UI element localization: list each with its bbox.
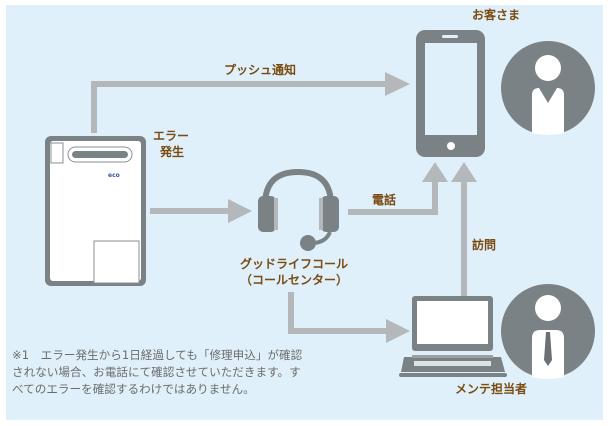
call-center-label-line2: （コールセンター） [239, 273, 348, 287]
callcenter-to-maintenance-arrow [288, 292, 410, 343]
footnote-line: ※1 エラー発生から1日経過しても「修理申込」が確認 [12, 348, 303, 362]
footnote-line: されない場合、お電話にて確認させていただきます。す [12, 365, 301, 379]
footnote: ※1 エラー発生から1日経過しても「修理申込」が確認 されない場合、お電話にて確… [12, 347, 392, 398]
call-center-label-line1: グッドライフコール [239, 257, 348, 271]
smartphone-icon [416, 30, 485, 157]
headset-icon [258, 168, 339, 251]
visit-arrow [451, 162, 477, 300]
maintenance-staff-label: メンテ担当者 [455, 382, 528, 396]
error-occurred-label-line1: エラー [153, 129, 190, 143]
customer-label: お客さま [472, 8, 521, 22]
heater-to-callcenter-arrow [150, 199, 252, 223]
customer-avatar-icon [501, 41, 595, 135]
svg-text:eco: eco [108, 172, 120, 179]
laptop-icon [399, 296, 507, 377]
phone-call-arrow [348, 162, 448, 215]
push-notification-label: プッシュ通知 [224, 63, 297, 77]
push-notification-arrow [91, 72, 410, 133]
maintenance-staff-avatar-icon [501, 284, 595, 379]
visit-label: 訪問 [472, 238, 497, 252]
water-heater-icon: eco [45, 136, 146, 286]
error-occurred-label-line2: 発生 [160, 145, 185, 159]
phone-call-label: 電話 [372, 193, 397, 207]
footnote-line: べてのエラーを確認するわけではありません。 [12, 382, 255, 396]
